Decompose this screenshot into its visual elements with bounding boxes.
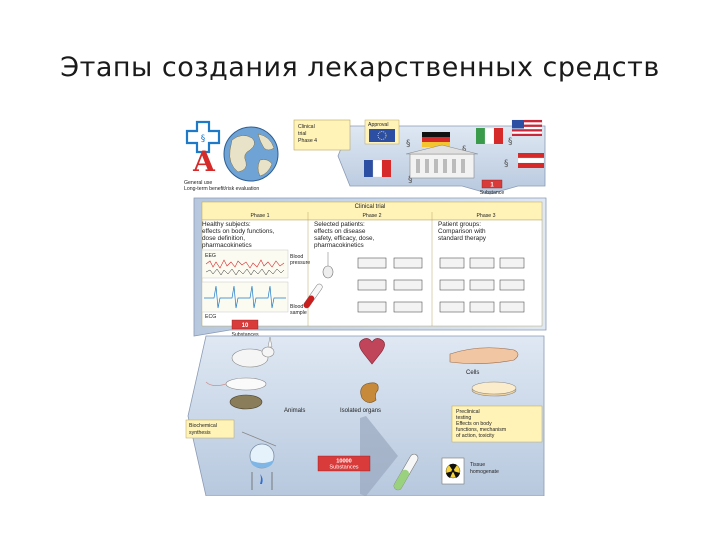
- svg-text:§: §: [504, 159, 509, 169]
- svg-text:standard therapy: standard therapy: [438, 235, 487, 242]
- svg-text:of action, toxicity: of action, toxicity: [456, 433, 495, 439]
- germany-flag-icon: [422, 132, 450, 147]
- one-substance-badge: 1 Substance: [480, 180, 505, 196]
- svg-text:§: §: [406, 139, 411, 149]
- general-use-label: General use Long-term benefit/risk evalu…: [184, 180, 259, 192]
- drug-development-diagram: § A Clinical trial Phase 4 General use L…: [180, 118, 550, 496]
- svg-text:Phase 1: Phase 1: [250, 213, 269, 219]
- ten-thousand-substances-badge: 10000 Substances: [318, 456, 370, 471]
- svg-text:safety, efficacy, dose,: safety, efficacy, dose,: [314, 235, 375, 242]
- svg-text:Approval: Approval: [368, 122, 388, 128]
- preclinical-testing-box: Preclinical testing Effects on body func…: [452, 406, 542, 442]
- svg-text:Substances: Substances: [329, 465, 358, 471]
- radiation-hazard-icon: [442, 458, 464, 484]
- usa-flag-icon: [512, 120, 542, 136]
- svg-text:effects on disease: effects on disease: [314, 228, 366, 235]
- svg-text:§: §: [508, 137, 513, 147]
- svg-text:Healthy subjects:: Healthy subjects:: [202, 221, 251, 228]
- svg-text:Clinical: Clinical: [298, 124, 315, 130]
- eu-flag-icon: [369, 129, 395, 142]
- svg-text:Selected patients:: Selected patients:: [314, 221, 365, 228]
- eeg-trace: EEG: [202, 250, 288, 278]
- france-flag-icon: [364, 160, 391, 177]
- svg-text:Long-term benefit/risk evaluat: Long-term benefit/risk evaluation: [184, 186, 259, 192]
- phase3-beds: [440, 258, 524, 312]
- frog-icon: [230, 395, 262, 409]
- svg-text:EEG: EEG: [205, 253, 216, 259]
- svg-text:Comparison with: Comparison with: [438, 228, 486, 235]
- svg-text:trial: trial: [298, 131, 306, 137]
- kidney-icon: [361, 383, 379, 403]
- svg-text:Phase 3: Phase 3: [476, 213, 495, 219]
- svg-text:Tissue: Tissue: [470, 462, 485, 468]
- svg-text:pharmacokinetics: pharmacokinetics: [202, 242, 252, 249]
- svg-text:sample: sample: [290, 310, 307, 316]
- petri-dish-icon: [472, 382, 516, 396]
- svg-text:Phase 4: Phase 4: [298, 138, 317, 144]
- globe-icon: [224, 127, 278, 181]
- cells-label: Cells: [466, 370, 479, 376]
- phase4-box: Clinical trial Phase 4: [294, 120, 350, 150]
- svg-text:Patient groups:: Patient groups:: [438, 221, 481, 228]
- svg-text:effects on body functions,: effects on body functions,: [202, 228, 275, 235]
- clinical-trial-title: Clinical trial: [355, 204, 386, 210]
- isolated-organs-label: Isolated organs: [340, 408, 381, 414]
- svg-text:homogenate: homogenate: [470, 469, 499, 475]
- pharmacy-sign-icon: A: [192, 145, 216, 178]
- svg-text:ECG: ECG: [205, 314, 216, 320]
- ten-substances-badge: 10 Substances: [231, 320, 259, 338]
- svg-text:Phase 2: Phase 2: [362, 213, 381, 219]
- svg-text:A: A: [192, 145, 216, 178]
- svg-text:§: §: [201, 134, 206, 144]
- animals-label: Animals: [284, 408, 305, 414]
- svg-text:synthesis: synthesis: [189, 430, 211, 436]
- austria-flag-icon: [518, 153, 544, 168]
- svg-text:pressure: pressure: [290, 260, 310, 266]
- svg-text:dose definition,: dose definition,: [202, 235, 245, 242]
- svg-text:10: 10: [242, 323, 249, 329]
- svg-text:Substance: Substance: [480, 190, 505, 196]
- svg-text:Biochemical: Biochemical: [189, 423, 217, 429]
- svg-text:pharmacokinetics: pharmacokinetics: [314, 242, 364, 249]
- biochemical-synthesis-box: Biochemical synthesis: [186, 420, 234, 438]
- italy-flag-icon: [476, 128, 503, 144]
- slide-title: Этапы создания лекарственных средств: [0, 52, 720, 83]
